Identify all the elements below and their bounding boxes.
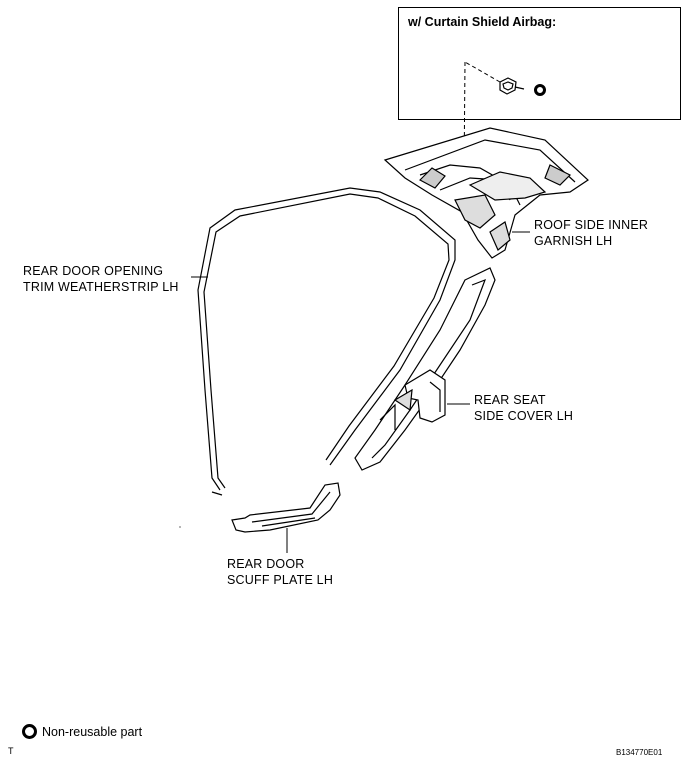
pillar-garnish bbox=[354, 267, 496, 471]
corner-mark: T bbox=[8, 746, 14, 756]
label-rear-door-scuff-plate: REAR DOOR SCUFF PLATE LH bbox=[227, 557, 334, 587]
legend: Non-reusable part bbox=[22, 724, 142, 739]
inset-title: w/ Curtain Shield Airbag: bbox=[408, 15, 557, 29]
inset-box bbox=[398, 7, 681, 120]
roof-side-inner-garnish bbox=[383, 127, 589, 259]
clip-leader-line bbox=[463, 61, 501, 179]
legend-text: Non-reusable part bbox=[42, 724, 143, 739]
clip-icon bbox=[499, 77, 525, 95]
rear-door-scuff-plate bbox=[231, 482, 341, 533]
label-roof-side-inner-garnish: ROOF SIDE INNER GARNISH LH bbox=[534, 218, 649, 248]
non-reusable-ring-icon bbox=[22, 724, 37, 739]
label-rear-seat-side-cover: REAR SEAT SIDE COVER LH bbox=[474, 393, 574, 423]
figure-code: B134770E01 bbox=[616, 748, 663, 757]
rear-door-opening-trim-weatherstrip bbox=[197, 187, 456, 496]
label-rear-door-opening-trim: REAR DOOR OPENING TRIM WEATHERSTRIP LH bbox=[23, 264, 179, 294]
rear-seat-side-cover bbox=[393, 369, 446, 423]
speck bbox=[179, 526, 181, 528]
non-reusable-ring-icon bbox=[534, 84, 546, 96]
